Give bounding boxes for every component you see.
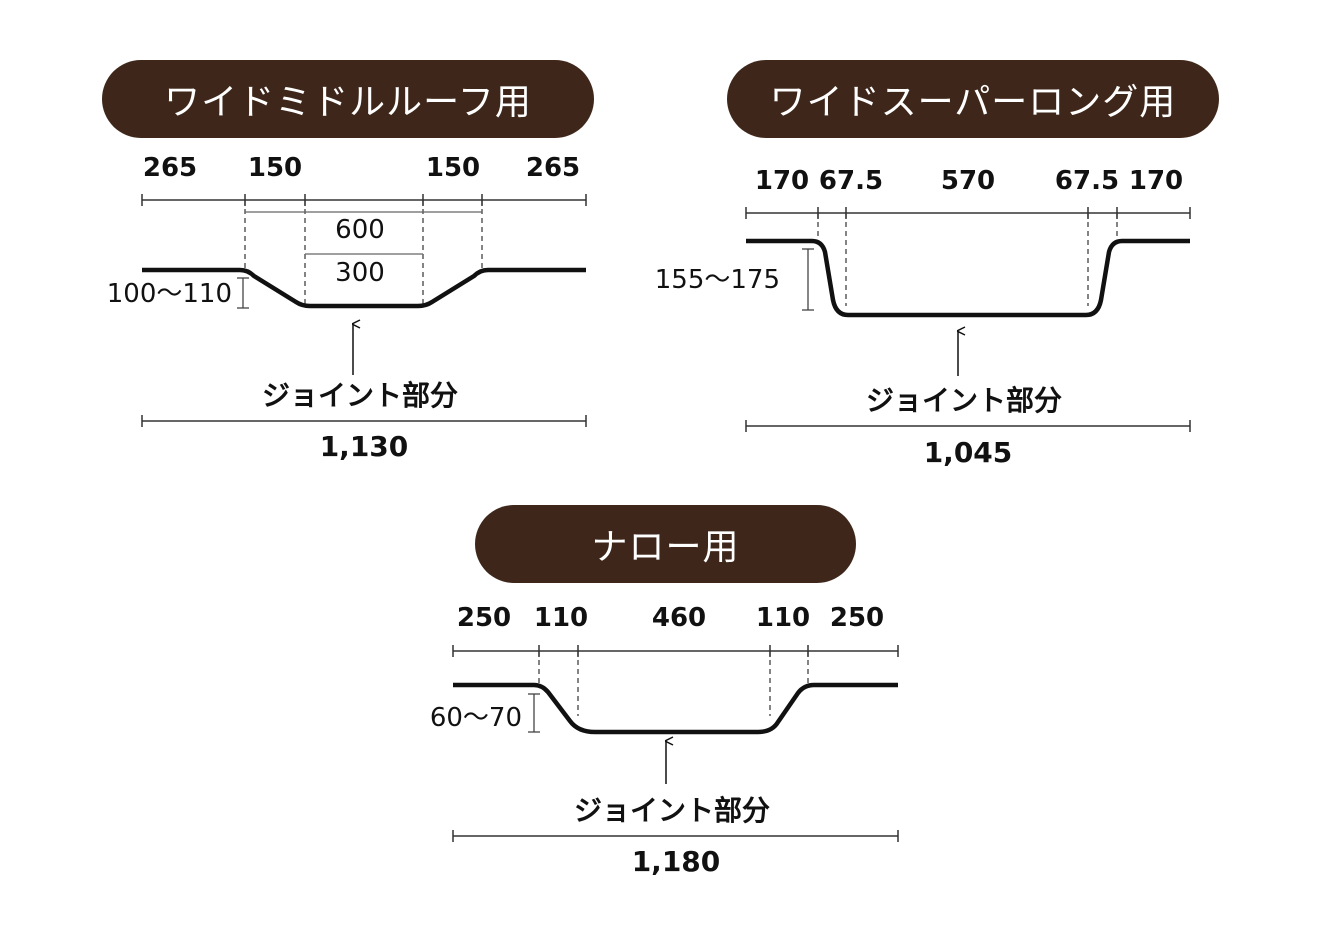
height-bracket (802, 248, 814, 311)
joint-label: ジョイント部分 (866, 384, 1062, 417)
height-bracket (237, 277, 249, 309)
dim-label: 250 (457, 603, 511, 633)
panel-wide-middle-roof: 265 150 150 265 600 300 (107, 153, 587, 463)
height-range-label: 155〜175 (655, 265, 780, 295)
dim-label: 265 (143, 153, 197, 183)
dim-label: 460 (652, 603, 706, 633)
dim-label: 150 (426, 153, 480, 183)
roof-profile-line (746, 238, 1190, 318)
dashed-guides (538, 651, 809, 716)
dim-label: 150 (248, 153, 302, 183)
dim-label: 570 (941, 166, 995, 196)
panel-title-wide-super-long: ワイドスーパーロング用 (727, 60, 1219, 138)
dimension-line-top (452, 645, 899, 657)
dimension-line-total (141, 415, 587, 427)
inner-dim-label: 600 (335, 215, 385, 245)
panel-narrow: 250 110 460 110 250 60〜70 ジョイント部分 (430, 603, 899, 878)
dimension-line-total (452, 830, 899, 842)
dim-label: 170 (1129, 166, 1183, 196)
panel-title-narrow: ナロー用 (475, 505, 856, 583)
dimension-line-top (141, 194, 587, 206)
dim-label: 110 (756, 603, 810, 633)
joint-label: ジョイント部分 (574, 794, 770, 827)
dimension-line-total (745, 420, 1191, 432)
dimension-line-top (745, 207, 1191, 219)
dim-label: 110 (534, 603, 588, 633)
panel-title-text: ワイドミドルルーフ用 (164, 82, 532, 123)
total-width-label: 1,130 (320, 430, 409, 463)
dim-label: 265 (526, 153, 580, 183)
height-range-label: 60〜70 (430, 703, 522, 733)
panel-wide-super-long: 170 67.5 570 67.5 170 155〜175 ジョイ (655, 166, 1191, 469)
total-width-label: 1,180 (632, 845, 721, 878)
panel-title-wide-middle-roof: ワイドミドルルーフ用 (102, 60, 594, 138)
panel-title-text: ワイドスーパーロング用 (769, 82, 1177, 123)
height-range-label: 100〜110 (107, 279, 232, 309)
joint-label: ジョイント部分 (262, 379, 458, 412)
roof-profile-line (142, 267, 586, 309)
dashed-guides (817, 213, 1118, 306)
inner-dim-label: 300 (335, 258, 385, 288)
total-width-label: 1,045 (924, 436, 1013, 469)
height-bracket (528, 693, 540, 733)
dim-label: 67.5 (819, 166, 883, 196)
dim-label: 67.5 (1055, 166, 1119, 196)
panel-title-text: ナロー用 (591, 527, 740, 568)
dim-label: 250 (830, 603, 884, 633)
roof-profile-line (453, 682, 898, 735)
dim-label: 170 (755, 166, 809, 196)
